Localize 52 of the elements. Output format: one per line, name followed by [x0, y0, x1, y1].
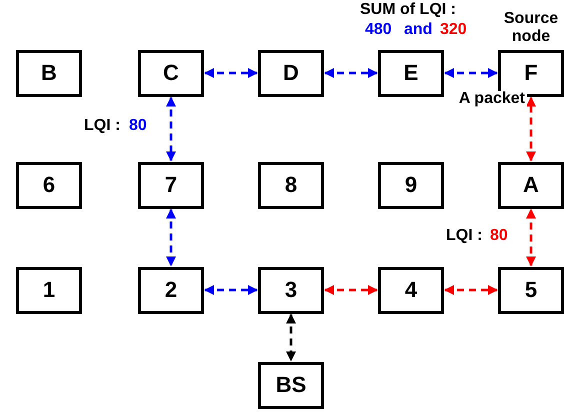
- dashed-arrow: [204, 285, 258, 295]
- node-label: D: [283, 62, 299, 84]
- node-box: [378, 266, 444, 314]
- node-box: [138, 50, 204, 96]
- dashed-arrow: [526, 208, 536, 266]
- node-box: [258, 266, 324, 314]
- node-label: BS: [276, 374, 306, 396]
- node-label: B: [41, 62, 57, 84]
- text-label: LQI :: [446, 228, 482, 244]
- node-label: 4: [404, 279, 418, 301]
- node-box: [378, 50, 444, 96]
- node-label: 3: [284, 279, 298, 301]
- node-box: [258, 362, 324, 408]
- node-label: 2: [164, 279, 178, 301]
- text-label: 80: [490, 228, 508, 244]
- node-box: [16, 266, 82, 314]
- dashed-arrow: [204, 68, 258, 78]
- node-label: A: [523, 174, 539, 196]
- dashed-arrow: [324, 285, 378, 295]
- node-label: 7: [164, 174, 178, 196]
- edge-label: A packet: [456, 91, 527, 107]
- dashed-arrow: [444, 68, 498, 78]
- node-caption: Source node: [502, 10, 560, 46]
- text-label: 480: [365, 22, 392, 38]
- node-box: [16, 162, 82, 208]
- node-box: [258, 162, 324, 208]
- dashed-arrow: [526, 96, 536, 162]
- dashed-arrow: [166, 96, 176, 162]
- node-box: [138, 162, 204, 208]
- node-box: [378, 162, 444, 208]
- node-label: E: [404, 62, 418, 84]
- node-label: 6: [42, 174, 56, 196]
- node-label: F: [524, 62, 538, 84]
- node-label: 5: [524, 279, 538, 301]
- dashed-arrow: [166, 208, 176, 266]
- text-label: 80: [129, 118, 147, 134]
- text-label: LQI :: [84, 118, 120, 134]
- dashed-arrow: [444, 285, 498, 295]
- node-label: 8: [284, 174, 298, 196]
- node-box: [16, 50, 82, 96]
- text-label: SUM of LQI :: [360, 2, 456, 18]
- text-label: and: [404, 22, 432, 38]
- node-box: [138, 266, 204, 314]
- text-label: 320: [440, 22, 467, 38]
- node-box: [498, 162, 564, 208]
- dashed-arrow: [286, 314, 296, 362]
- node-label: C: [163, 62, 179, 84]
- node-box: [498, 266, 564, 314]
- node-box: [258, 50, 324, 96]
- node-label: 9: [404, 174, 418, 196]
- node-label: 1: [42, 279, 56, 301]
- dashed-arrow: [324, 68, 378, 78]
